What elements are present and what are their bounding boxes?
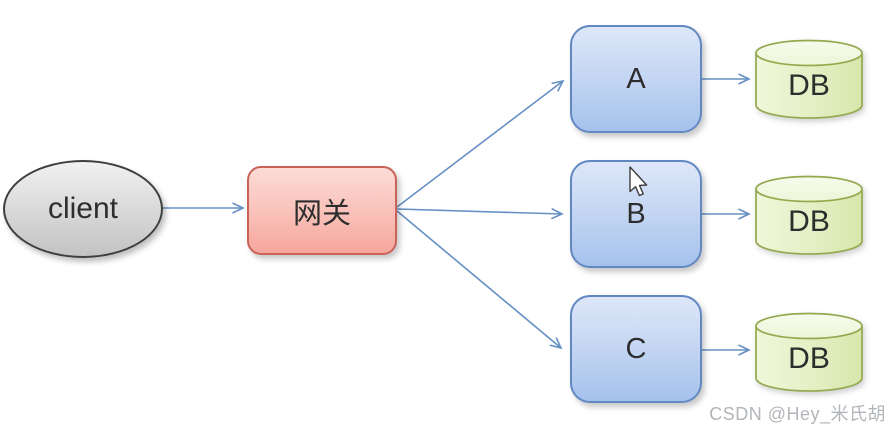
arrow-gateway-to-a	[396, 81, 563, 208]
client-node: client	[3, 160, 163, 258]
arrow-gateway-to-c	[396, 210, 561, 348]
db-cylinder-shape	[755, 312, 863, 392]
service-a-label: A	[626, 62, 646, 95]
service-node-b: B	[570, 160, 702, 268]
watermark: CSDN @Hey_米氏胡	[709, 404, 886, 424]
db-cylinder-shape	[755, 39, 863, 119]
db-cylinder-c: DB	[754, 312, 864, 394]
db-b-label: DB	[788, 205, 830, 238]
service-node-a: A	[570, 25, 702, 133]
service-b-label: B	[626, 197, 646, 230]
mouse-cursor-icon	[629, 166, 648, 197]
db-cylinder-b: DB	[754, 175, 864, 257]
db-cylinder-a: DB	[754, 39, 864, 121]
service-c-label: C	[625, 332, 647, 365]
service-node-c: C	[570, 295, 702, 403]
db-c-label: DB	[788, 342, 830, 375]
db-a-label: DB	[788, 69, 830, 102]
db-cylinder-shape	[755, 175, 863, 255]
client-label: client	[47, 192, 119, 225]
arrow-gateway-to-b	[396, 209, 562, 214]
gateway-label: 网关	[292, 197, 351, 230]
gateway-node: 网关	[247, 166, 397, 255]
